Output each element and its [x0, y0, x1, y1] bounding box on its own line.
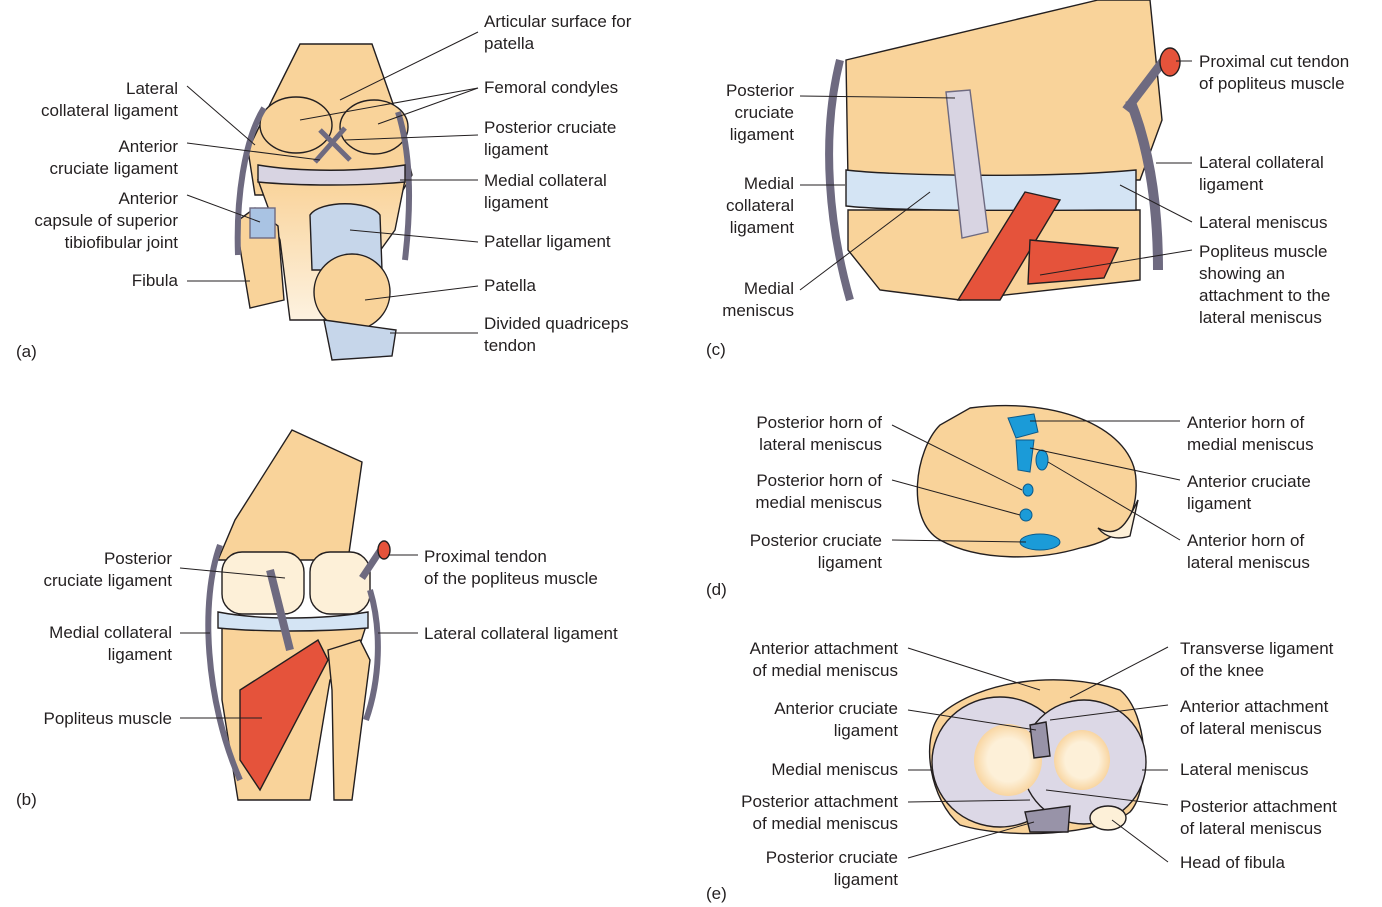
label-medial-collateral-c: Medial collateral ligament: [726, 173, 794, 239]
label-femoral-condyles: Femoral condyles: [484, 77, 618, 99]
label-posterior-attachment-medial: Posterior attachment of medial meniscus: [741, 791, 898, 835]
quadriceps-tendon-a: [324, 320, 396, 360]
label-fibula-a: Fibula: [132, 270, 178, 292]
panel-b-illustration: [208, 430, 390, 800]
panel-letter-b: (b): [16, 790, 37, 810]
label-head-of-fibula: Head of fibula: [1180, 852, 1285, 874]
label-medial-collateral-b: Medial collateral ligament: [49, 622, 172, 666]
medial-condyle-b: [222, 552, 304, 614]
femur-c: [846, 0, 1162, 180]
label-transverse-ligament: Transverse ligament of the knee: [1180, 638, 1333, 682]
label-popliteus-attachment: Popliteus muscle showing an attachment t…: [1199, 241, 1330, 329]
label-anterior-horn-medial: Anterior horn of medial meniscus: [1187, 412, 1314, 456]
popliteus-tendon-cut-c: [1160, 48, 1180, 76]
lateral-articular-e: [1054, 730, 1110, 790]
leader-head-of-fibula: [1112, 820, 1168, 862]
label-medial-meniscus-c: Medial meniscus: [722, 278, 794, 322]
capsule-a: [250, 208, 275, 238]
anterior-cruciate-e: [1030, 722, 1050, 758]
leader-anterior-attachment-medial: [908, 648, 1040, 690]
label-patella-a: Patella: [484, 275, 536, 297]
femur-b: [218, 430, 362, 560]
panel-e-illustration: [930, 680, 1146, 834]
leader-anterior-capsule: [187, 195, 260, 222]
label-anterior-cruciate-a: Anterior cruciate ligament: [49, 136, 178, 180]
femoral-condyle-right: [340, 100, 408, 154]
panel-letter-d: (d): [706, 580, 727, 600]
label-posterior-cruciate-d: Posterior cruciate ligament: [750, 530, 882, 574]
patella-a: [314, 254, 390, 330]
label-lateral-collateral-a: Lateral collateral ligament: [41, 78, 178, 122]
fibula-b: [328, 640, 370, 800]
label-patellar-ligament-a: Patellar ligament: [484, 231, 611, 253]
leader-lateral-collateral-a: [187, 86, 255, 145]
panel-c-illustration: [829, 0, 1180, 300]
lateral-condyle-b: [310, 552, 370, 614]
label-anterior-capsule: Anterior capsule of superior tibiofibula…: [34, 188, 178, 254]
label-anterior-cruciate-d: Anterior cruciate ligament: [1187, 471, 1311, 515]
panel-a-illustration: [236, 44, 412, 360]
label-proximal-cut-tendon: Proximal cut tendon of popliteus muscle: [1199, 51, 1349, 95]
panel-letter-e: (e): [706, 884, 727, 904]
label-divided-quadriceps: Divided quadriceps tendon: [484, 313, 629, 357]
label-lateral-meniscus-c: Lateral meniscus: [1199, 212, 1328, 234]
label-lateral-collateral-b: Lateral collateral ligament: [424, 623, 618, 645]
label-proximal-tendon-b: Proximal tendon of the popliteus muscle: [424, 546, 598, 590]
posterior-horn-lateral-meniscus: [1023, 484, 1033, 496]
anterior-horn-lateral-meniscus: [1036, 450, 1048, 470]
panel-letter-a: (a): [16, 342, 37, 362]
label-lateral-meniscus-e: Lateral meniscus: [1180, 759, 1309, 781]
label-medial-collateral-a: Medial collateral ligament: [484, 170, 607, 214]
femoral-condyle-left: [260, 97, 332, 153]
label-posterior-cruciate-c: Posterior cruciate ligament: [726, 80, 794, 146]
label-popliteus-muscle-b: Popliteus muscle: [43, 708, 172, 730]
menisci-b: [218, 612, 368, 631]
label-anterior-attachment-lateral: Anterior attachment of lateral meniscus: [1180, 696, 1328, 740]
label-anterior-attachment-medial: Anterior attachment of medial meniscus: [750, 638, 898, 682]
label-anterior-cruciate-e: Anterior cruciate ligament: [774, 698, 898, 742]
popliteus-muscle-c2: [1028, 240, 1118, 284]
label-anterior-horn-lateral: Anterior horn of lateral meniscus: [1187, 530, 1310, 574]
posterior-horn-medial-meniscus: [1020, 509, 1032, 521]
label-posterior-cruciate-a: Posterior cruciate ligament: [484, 117, 616, 161]
label-posterior-cruciate-e: Posterior cruciate ligament: [766, 847, 898, 891]
label-posterior-horn-medial: Posterior horn of medial meniscus: [755, 470, 882, 514]
label-posterior-cruciate-b: Posterior cruciate ligament: [43, 548, 172, 592]
label-posterior-attachment-lateral: Posterior attachment of lateral meniscus: [1180, 796, 1337, 840]
label-posterior-horn-lateral: Posterior horn of lateral meniscus: [756, 412, 882, 456]
panel-letter-c: (c): [706, 340, 726, 360]
popliteus-tendon-cut-b: [378, 541, 390, 559]
menisci-c: [846, 170, 1136, 210]
label-lateral-collateral-c: Lateral collateral ligament: [1199, 152, 1324, 196]
label-medial-meniscus-e: Medial meniscus: [771, 759, 898, 781]
label-articular-surface: Articular surface for patella: [484, 11, 631, 55]
